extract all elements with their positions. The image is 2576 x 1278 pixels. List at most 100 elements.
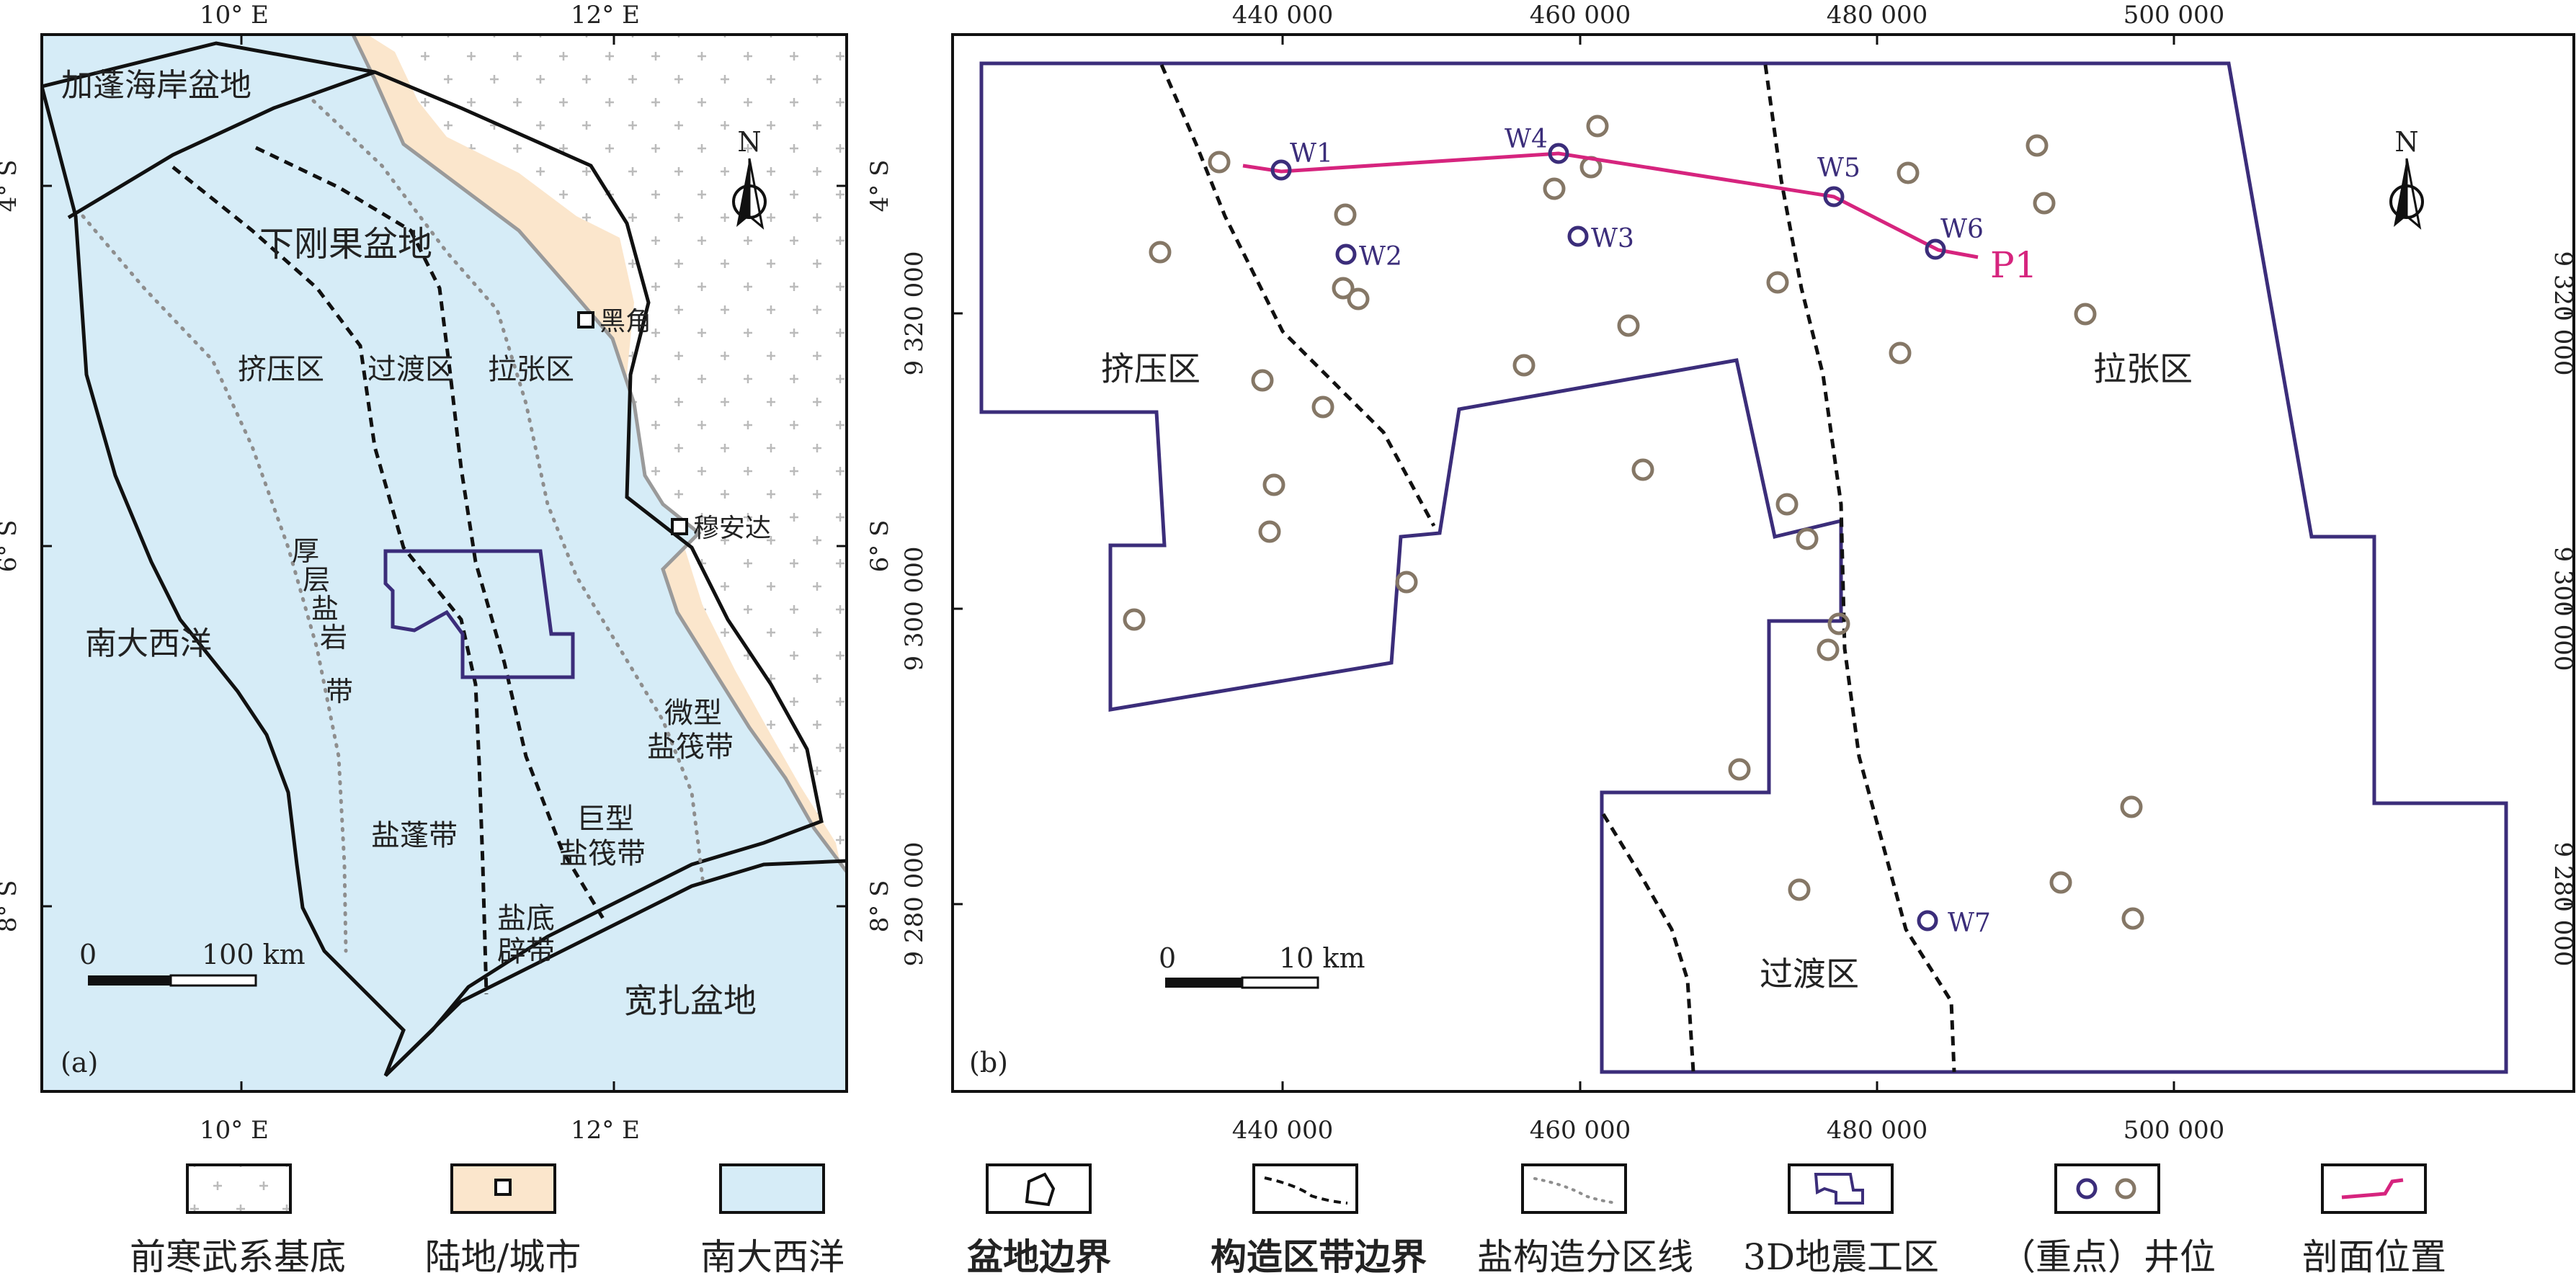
well-marker xyxy=(1334,203,1357,226)
legend-land: 陆地/城市 xyxy=(425,1163,581,1278)
well-marker xyxy=(1775,493,1799,516)
north-arrow-b-icon: N xyxy=(2389,126,2424,230)
label-thick-salt-belt: 厚 层 盐 岩 带 xyxy=(292,535,353,707)
svg-text:巨型: 巨型 xyxy=(576,803,634,836)
b-top-tick-480000: 480 000 xyxy=(1827,1,1928,30)
well-marker xyxy=(1586,115,1609,138)
panel-label-b: (b) xyxy=(969,1047,1008,1078)
well-markers-gray xyxy=(1123,115,2144,930)
b-left-tick-9280000: 9 280 000 xyxy=(900,841,929,966)
panel-a-frame xyxy=(40,33,848,1093)
label-w3: W3 xyxy=(1591,224,1634,254)
well-marker xyxy=(1512,354,1536,377)
svg-text:盐: 盐 xyxy=(311,593,339,625)
svg-text:层: 层 xyxy=(303,564,330,596)
legend-profile: 剖面位置 xyxy=(2302,1163,2446,1278)
svg-text:盆地边界: 盆地边界 xyxy=(967,1235,1111,1278)
city-marker-muanda xyxy=(671,518,688,535)
b-bottom-tick-440000: 440 000 xyxy=(1232,1116,1334,1145)
well-marker xyxy=(2121,907,2144,930)
b-right-tick-9300000: 9 300 000 xyxy=(2549,546,2576,671)
svg-text:带: 带 xyxy=(326,676,353,707)
svg-text:南大西洋: 南大西洋 xyxy=(700,1236,844,1278)
b-left-tick-9320000: 9 320 000 xyxy=(900,251,929,375)
legend-basin-boundary: 盆地边界 xyxy=(967,1163,1111,1278)
well-marker xyxy=(1347,287,1370,310)
well-marker xyxy=(1208,151,1231,174)
svg-text:陆地/城市: 陆地/城市 xyxy=(425,1236,581,1278)
svg-text:0: 0 xyxy=(1159,942,1176,974)
label-salt-diapir-belt: 盐底 辟带 xyxy=(497,902,555,968)
tect-boundary-2 xyxy=(254,146,607,924)
b-top-tick-500000: 500 000 xyxy=(2123,1,2225,30)
label-transition-zone-a: 过渡区 xyxy=(367,353,454,386)
svg-text:10 km: 10 km xyxy=(1279,942,1365,974)
city-marker-heijiao xyxy=(577,311,594,329)
well-marker xyxy=(1631,458,1654,481)
label-extension-zone-a: 拉张区 xyxy=(488,353,574,386)
basin-boundary-gabon xyxy=(67,70,375,220)
salt-division-2 xyxy=(311,99,705,881)
svg-text:N: N xyxy=(737,126,761,158)
label-south-atlantic: 南大西洋 xyxy=(85,625,212,662)
tect-boundary-1 xyxy=(171,166,489,995)
svg-text:3D地震工区: 3D地震工区 xyxy=(1743,1236,1939,1278)
well-marker xyxy=(1543,177,1566,200)
legend-3d-survey: 3D地震工区 xyxy=(1743,1163,1939,1278)
label-profile-p1: P1 xyxy=(1990,244,2037,286)
top-tick-12e: 12° E xyxy=(571,1,640,30)
scale-bar-b: 0 10 km xyxy=(1159,942,1365,989)
legend-ocean: 南大西洋 xyxy=(700,1163,844,1278)
left-tick-8s: 8° S xyxy=(0,880,22,933)
basin-boundary-kwanza xyxy=(384,859,847,1077)
b-bottom-tick-460000: 460 000 xyxy=(1530,1116,1631,1145)
well-marker xyxy=(1728,758,1751,781)
well-marker xyxy=(1889,341,1912,365)
well-marker xyxy=(1617,314,1640,337)
label-giant-raft-belt: 巨型 盐筏带 xyxy=(559,803,646,870)
well-marker xyxy=(1311,396,1334,419)
label-w5: W5 xyxy=(1817,153,1860,183)
tect-boundary-b2 xyxy=(1763,64,1956,1073)
svg-text:盐底: 盐底 xyxy=(497,902,555,935)
label-extension-zone-b: 拉张区 xyxy=(2093,349,2193,388)
well-marker xyxy=(1123,608,1146,631)
well-marker xyxy=(1766,271,1789,294)
well-marker xyxy=(1262,473,1285,496)
key-well-w3 xyxy=(1567,225,1589,247)
legend-basement: 前寒武系基底 xyxy=(130,1163,346,1278)
well-marker xyxy=(1332,277,1355,300)
left-tick-6s: 6° S xyxy=(0,520,22,573)
coastline xyxy=(351,35,847,873)
survey-area-a xyxy=(383,549,575,679)
right-tick-8s: 8° S xyxy=(865,880,894,933)
svg-text:盐构造分区线: 盐构造分区线 xyxy=(1477,1236,1693,1278)
key-well-w1 xyxy=(1270,159,1292,181)
bottom-tick-12e: 12° E xyxy=(571,1116,640,1145)
label-kwanza-basin: 宽扎盆地 xyxy=(624,981,757,1020)
well-marker xyxy=(2033,192,2056,215)
key-well-w2 xyxy=(1335,243,1357,265)
right-tick-4s: 4° S xyxy=(865,160,894,213)
b-right-tick-9320000: 9 320 000 xyxy=(2549,251,2576,375)
bottom-tick-10e: 10° E xyxy=(200,1116,269,1145)
svg-text:辟带: 辟带 xyxy=(497,935,555,968)
svg-text:岩: 岩 xyxy=(320,622,347,653)
svg-text:厚: 厚 xyxy=(292,535,319,567)
b-top-tick-440000: 440 000 xyxy=(1232,1,1334,30)
svg-text:剖面位置: 剖面位置 xyxy=(2302,1236,2446,1278)
label-micro-raft-belt: 微型 盐筏带 xyxy=(647,697,734,764)
tect-boundary-b3 xyxy=(1601,813,1695,1073)
label-gabon-basin: 加蓬海岸盆地 xyxy=(61,67,251,104)
well-marker xyxy=(1817,638,1840,661)
svg-text:100 km: 100 km xyxy=(202,939,306,970)
label-compression-zone-b: 挤压区 xyxy=(1101,349,1200,388)
label-heijiao: 黑角 xyxy=(600,307,651,336)
label-muanda: 穆安达 xyxy=(693,514,771,543)
right-tick-6s: 6° S xyxy=(865,520,894,573)
well-marker xyxy=(1149,241,1172,264)
well-marker xyxy=(2120,795,2143,818)
svg-text:N: N xyxy=(2394,126,2418,158)
svg-text:盐筏带: 盐筏带 xyxy=(559,837,646,870)
well-marker xyxy=(1395,571,1418,594)
